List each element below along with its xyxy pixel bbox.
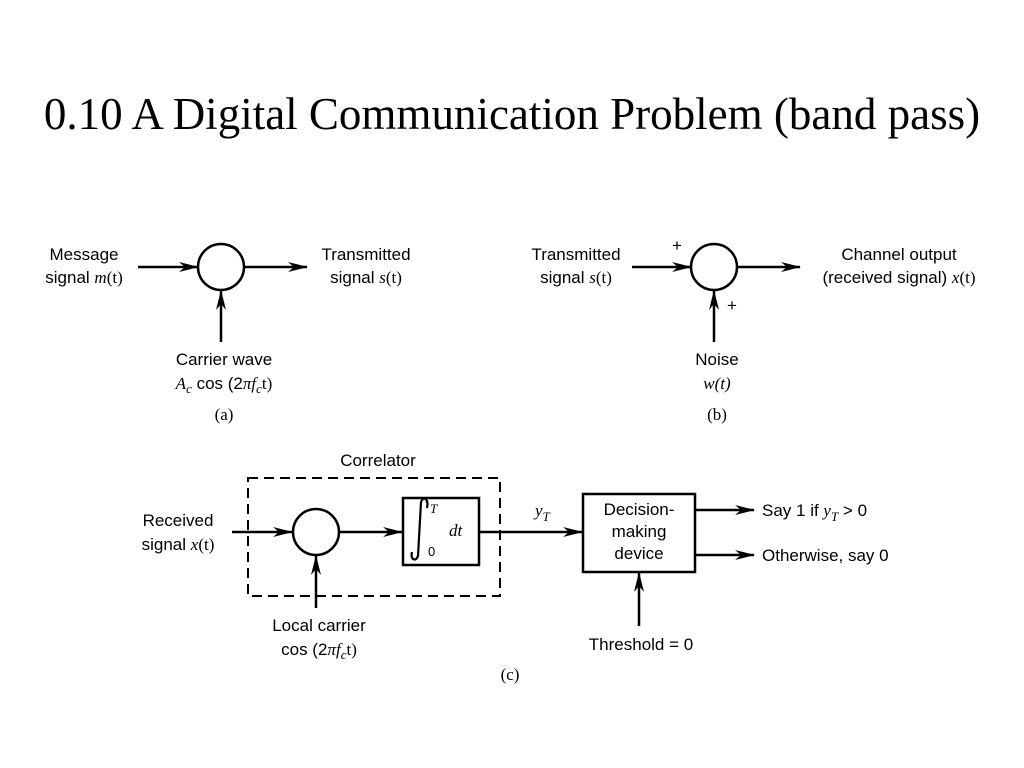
b-output-line1: Channel output	[841, 245, 957, 264]
c-caption: (c)	[501, 665, 520, 684]
diagram-b: Transmitted signal s(t) + Channel output…	[531, 236, 975, 424]
c-out1-label: Say 1 if yT > 0	[762, 501, 867, 524]
b-plus-top: +	[672, 236, 682, 255]
diagram-a: Message signal m(t) Transmitted signal s…	[45, 242, 411, 424]
c-decision-line2: making	[612, 522, 667, 541]
c-decision-line3: device	[614, 544, 663, 563]
diagram-c: Correlator Received signal x(t) T 0 dt y…	[142, 451, 889, 684]
c-decision-line1: Decision-	[604, 500, 675, 519]
a-carrier-line2: Ac cos (2πfct)	[175, 374, 273, 396]
a-modulator-circle	[196, 242, 246, 292]
c-integral-sign	[410, 497, 429, 561]
c-integrator-box	[401, 496, 481, 567]
c-correlator-label: Correlator	[340, 451, 416, 470]
slide-title: 0.10 A Digital Communication Problem (ba…	[43, 89, 981, 139]
c-input-line1: Received	[143, 511, 214, 530]
a-carrier-line1: Carrier wave	[176, 350, 272, 369]
c-threshold-label: Threshold = 0	[589, 635, 693, 654]
c-correlator-box	[247, 477, 501, 597]
c-local-line2: cos (2πfct)	[281, 640, 357, 662]
c-yT-label: yT	[533, 501, 551, 524]
a-output-line2: signal s(t)	[330, 268, 402, 287]
b-input-line1: Transmitted	[531, 245, 620, 264]
b-adder-circle	[689, 242, 739, 292]
a-input-line2: signal m(t)	[45, 268, 122, 287]
c-integral-dt: dt	[449, 521, 464, 540]
c-local-line1: Local carrier	[272, 616, 366, 635]
b-plus-bottom: +	[727, 296, 737, 315]
c-integral-upper: T	[430, 501, 438, 516]
b-noise-line2: w(t)	[703, 374, 731, 393]
a-input-line1: Message	[50, 245, 119, 264]
b-output-line2: (received signal) x(t)	[822, 268, 975, 287]
c-input-line2: signal x(t)	[142, 535, 215, 554]
c-out2-label: Otherwise, say 0	[762, 546, 889, 565]
c-multiplier-circle	[291, 507, 341, 557]
a-caption: (a)	[215, 405, 234, 424]
b-caption: (b)	[707, 405, 727, 424]
c-integral-lower: 0	[428, 544, 435, 559]
b-noise-line1: Noise	[695, 350, 738, 369]
b-input-line2: signal s(t)	[540, 268, 612, 287]
a-output-line1: Transmitted	[321, 245, 410, 264]
